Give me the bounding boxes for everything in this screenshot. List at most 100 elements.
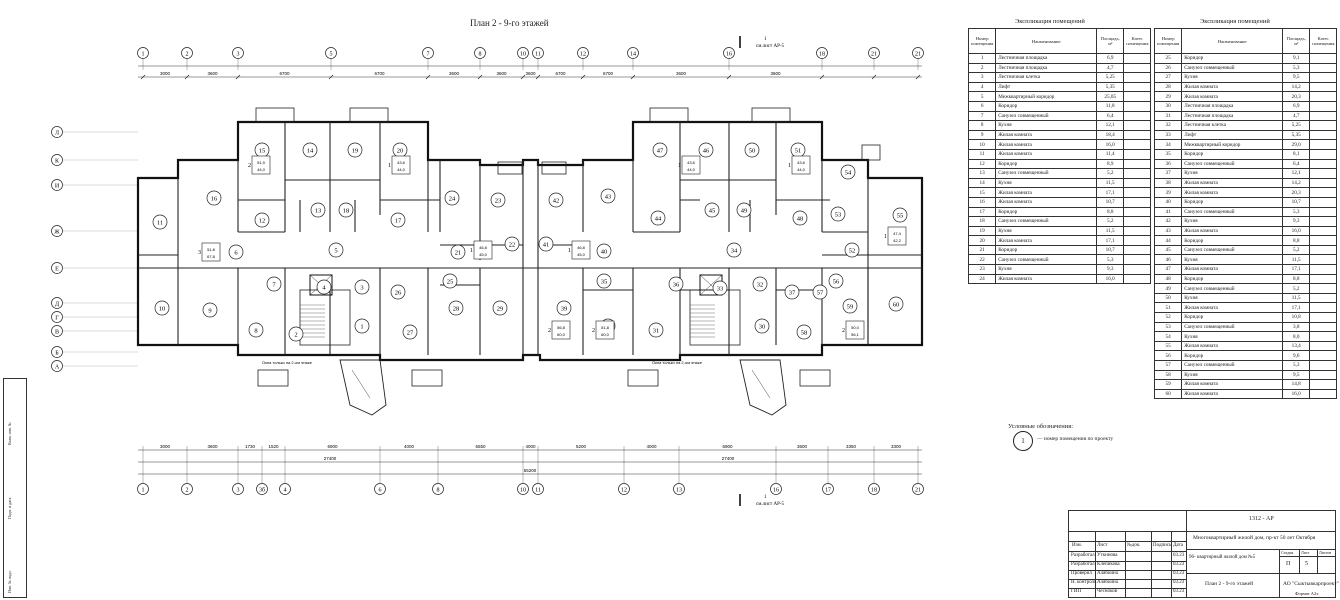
room-number-cell: 30 xyxy=(1153,100,1183,112)
room-number: 40 xyxy=(601,249,608,256)
room-number-bubble xyxy=(892,207,908,223)
room-number: 57 xyxy=(817,290,824,297)
room-area-cell: 5,35 xyxy=(1096,81,1125,93)
room-number: 5 xyxy=(334,248,337,255)
room-number-bubble xyxy=(812,284,828,300)
room-area-cell: 4,7 xyxy=(1096,62,1125,74)
room-number-bubble xyxy=(600,188,616,204)
room-area-cell: 11,4 xyxy=(1096,148,1125,160)
room-category-cell xyxy=(1123,91,1152,102)
room-number: 24 xyxy=(449,196,456,203)
legend-text: — номер помещения по проекту xyxy=(1037,436,1114,442)
stamp-sheet: 5 xyxy=(1305,561,1308,567)
room-number-bubble xyxy=(442,273,458,289)
dimension-tick xyxy=(477,74,483,80)
room-number: 31 xyxy=(653,328,660,335)
dimension-label-top: 3600 xyxy=(676,71,687,76)
room-number: 19 xyxy=(352,148,359,155)
room-name-cell: Санузел совмещенный xyxy=(995,254,1098,266)
room-number: 16 xyxy=(211,196,218,203)
room-number-cell: 21 xyxy=(967,244,997,256)
dimension-label-bottom: 3600 xyxy=(797,444,808,449)
axis-label-bottom: 18 xyxy=(871,488,877,494)
room-name-cell: Жилая комната xyxy=(995,139,1098,150)
room-number: 54 xyxy=(845,170,852,177)
room-number-bubble xyxy=(347,142,363,158)
room-number-bubble xyxy=(152,214,168,230)
stamp-name-1: Клепикова xyxy=(1097,562,1120,567)
dimension-label-bottom: 5200 xyxy=(576,444,587,449)
room-area-cell: 8,9 xyxy=(1096,158,1125,170)
room-category-cell xyxy=(1309,379,1338,390)
axis-bubble-bottom xyxy=(912,483,924,495)
room-area-cell: 4,7 xyxy=(1282,110,1311,122)
room-number: 29 xyxy=(497,306,504,313)
axis-bubble-bottom xyxy=(618,483,630,495)
axis-bubble-bottom xyxy=(256,483,268,495)
flat-mark-area: 46,8 xyxy=(479,245,488,250)
axis-label-left: И xyxy=(55,184,60,190)
room-area-cell: 9,3 xyxy=(1282,216,1311,227)
room-number-bubble xyxy=(492,300,508,316)
dimension-tick xyxy=(871,74,877,80)
stamp-name-2: Алябкина xyxy=(1097,571,1118,576)
room-number-cell: 34 xyxy=(1153,139,1183,150)
table-header-cell: Номер помещения xyxy=(967,28,997,54)
room-number-cell: 38 xyxy=(1153,177,1183,189)
room-name-cell: Кухня xyxy=(1181,292,1284,304)
room-area-cell: 25,05 xyxy=(1096,91,1125,102)
axis-label-bottom: 4 xyxy=(284,488,287,494)
room-area-cell: 16,0 xyxy=(1096,139,1125,150)
stamp-date-2: 03.23 xyxy=(1173,571,1185,576)
room-area-cell: 5,25 xyxy=(1096,72,1125,83)
room-name-cell: Санузел совмещенный xyxy=(995,216,1098,227)
room-category-cell xyxy=(1123,139,1152,150)
room-category-cell xyxy=(1309,72,1338,83)
axis-label-top: 7 xyxy=(427,52,430,58)
room-number-bubble xyxy=(888,296,904,312)
room-number: 30 xyxy=(759,324,766,331)
dimension-tick xyxy=(425,74,431,80)
dimension-label-bottom: 4000 xyxy=(646,444,657,449)
axis-label-top: 10 xyxy=(520,52,526,58)
room-name-cell: Коридор xyxy=(1181,196,1284,208)
room-number-cell: 57 xyxy=(1153,360,1183,371)
flat-mark-rooms: 2 xyxy=(548,328,551,334)
axis-label-top: 14 xyxy=(630,52,636,58)
room-number-cell: 26 xyxy=(1153,62,1183,74)
axis-label-top: 11 xyxy=(535,52,541,58)
axis-label-bottom: 2 xyxy=(186,488,189,494)
room-number-bubble xyxy=(596,243,612,259)
room-category-cell xyxy=(1123,187,1152,198)
room-number: 8 xyxy=(254,328,257,335)
room-number-cell: 53 xyxy=(1153,321,1183,333)
room-category-cell xyxy=(1123,206,1152,218)
room-number: 13 xyxy=(315,208,322,215)
axis-bubble-bottom xyxy=(137,483,149,495)
room-number-bubble xyxy=(444,190,460,206)
room-name-cell: Санузел совмещенный xyxy=(995,168,1098,179)
dimension-tick xyxy=(535,74,541,80)
room-number-cell: 19 xyxy=(967,225,997,237)
axis-label-bottom: 8 xyxy=(437,488,440,494)
room-category-cell xyxy=(1309,120,1338,131)
stamp-name-3: Алябкина xyxy=(1097,580,1118,585)
flat-mark-rooms: 3 xyxy=(198,250,201,256)
axis-label-bottom: 3 xyxy=(237,488,240,494)
axis-bubble-bottom xyxy=(532,483,544,495)
room-number-cell: 25 xyxy=(1153,53,1183,64)
room-name-cell: Лестничная клетка xyxy=(995,72,1098,83)
room-number-bubble xyxy=(796,324,812,340)
room-area-cell: 8,8 xyxy=(1096,206,1125,218)
flat-mark-box xyxy=(791,155,811,175)
